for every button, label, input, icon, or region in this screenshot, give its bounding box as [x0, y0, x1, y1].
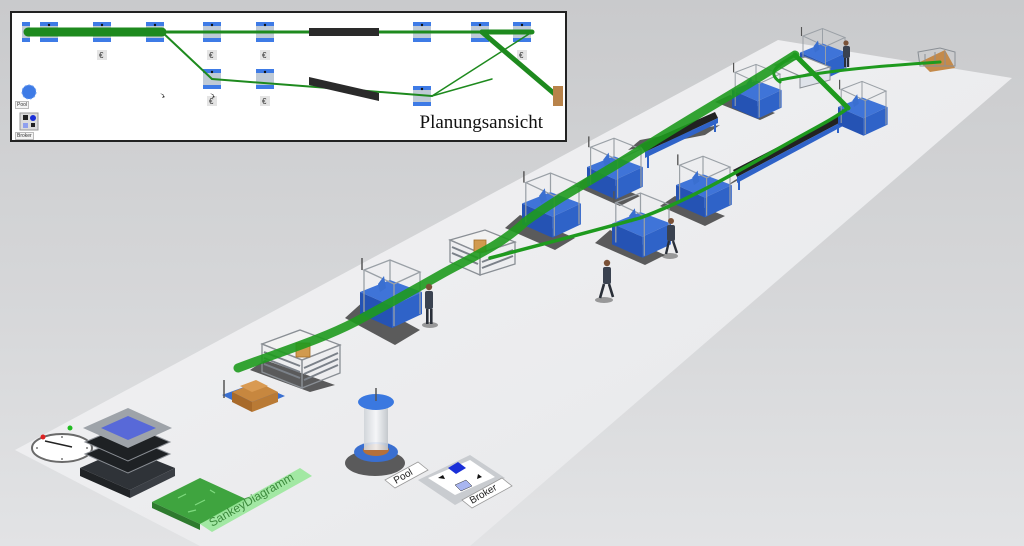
worker-3[interactable] — [662, 218, 679, 259]
work-station-5[interactable] — [676, 154, 732, 218]
inset-broker-label: Broker — [15, 132, 34, 140]
inset-station-marker-bg — [260, 96, 270, 106]
worker-1[interactable] — [422, 283, 438, 328]
worker-4[interactable] — [843, 40, 850, 67]
inset-station-marker-bg — [207, 50, 217, 60]
inset-station-marker-bg — [207, 96, 217, 106]
clock-icon[interactable] — [31, 425, 93, 463]
work-station-1[interactable] — [360, 258, 422, 328]
pool-object[interactable] — [354, 388, 398, 462]
work-station-4[interactable] — [612, 191, 671, 258]
planning-diagram: € € € € € € — [19, 22, 563, 131]
inset-station-marker: € — [262, 51, 267, 60]
material-flow — [233, 50, 942, 373]
inset-station-marker-bg — [260, 50, 270, 60]
inset-station-marker: € — [519, 51, 524, 60]
rack-station-2[interactable] — [448, 229, 517, 276]
inset-station-11[interactable] — [256, 69, 274, 89]
inset-station-marker: € — [209, 51, 214, 60]
work-station-8[interactable] — [838, 79, 888, 136]
inset-station-marker-bg — [97, 50, 107, 60]
inset-pool-label: Pool — [15, 101, 30, 109]
inset-worker-icons — [160, 93, 215, 98]
inset-station-marker: € — [99, 51, 104, 60]
worker-2[interactable] — [595, 259, 615, 303]
broker-icon[interactable] — [19, 112, 39, 131]
inset-title: Planungsansicht — [419, 112, 544, 133]
inset-conveyor-upper — [309, 28, 379, 36]
broker-object[interactable] — [418, 455, 505, 505]
inset-sink — [553, 86, 563, 106]
pool-icon[interactable] — [21, 84, 37, 100]
layer-stack-icon[interactable] — [80, 408, 175, 498]
inset-station-marker: € — [209, 97, 214, 106]
conveyor-lower — [733, 115, 843, 190]
inset-station-marker: € — [262, 97, 267, 106]
inset-station-marker-bg — [517, 50, 527, 60]
inset-conveyor-lower — [309, 77, 379, 101]
source-pallet[interactable] — [222, 380, 285, 412]
planning-view-inset[interactable]: € € € € € € — [10, 11, 567, 142]
